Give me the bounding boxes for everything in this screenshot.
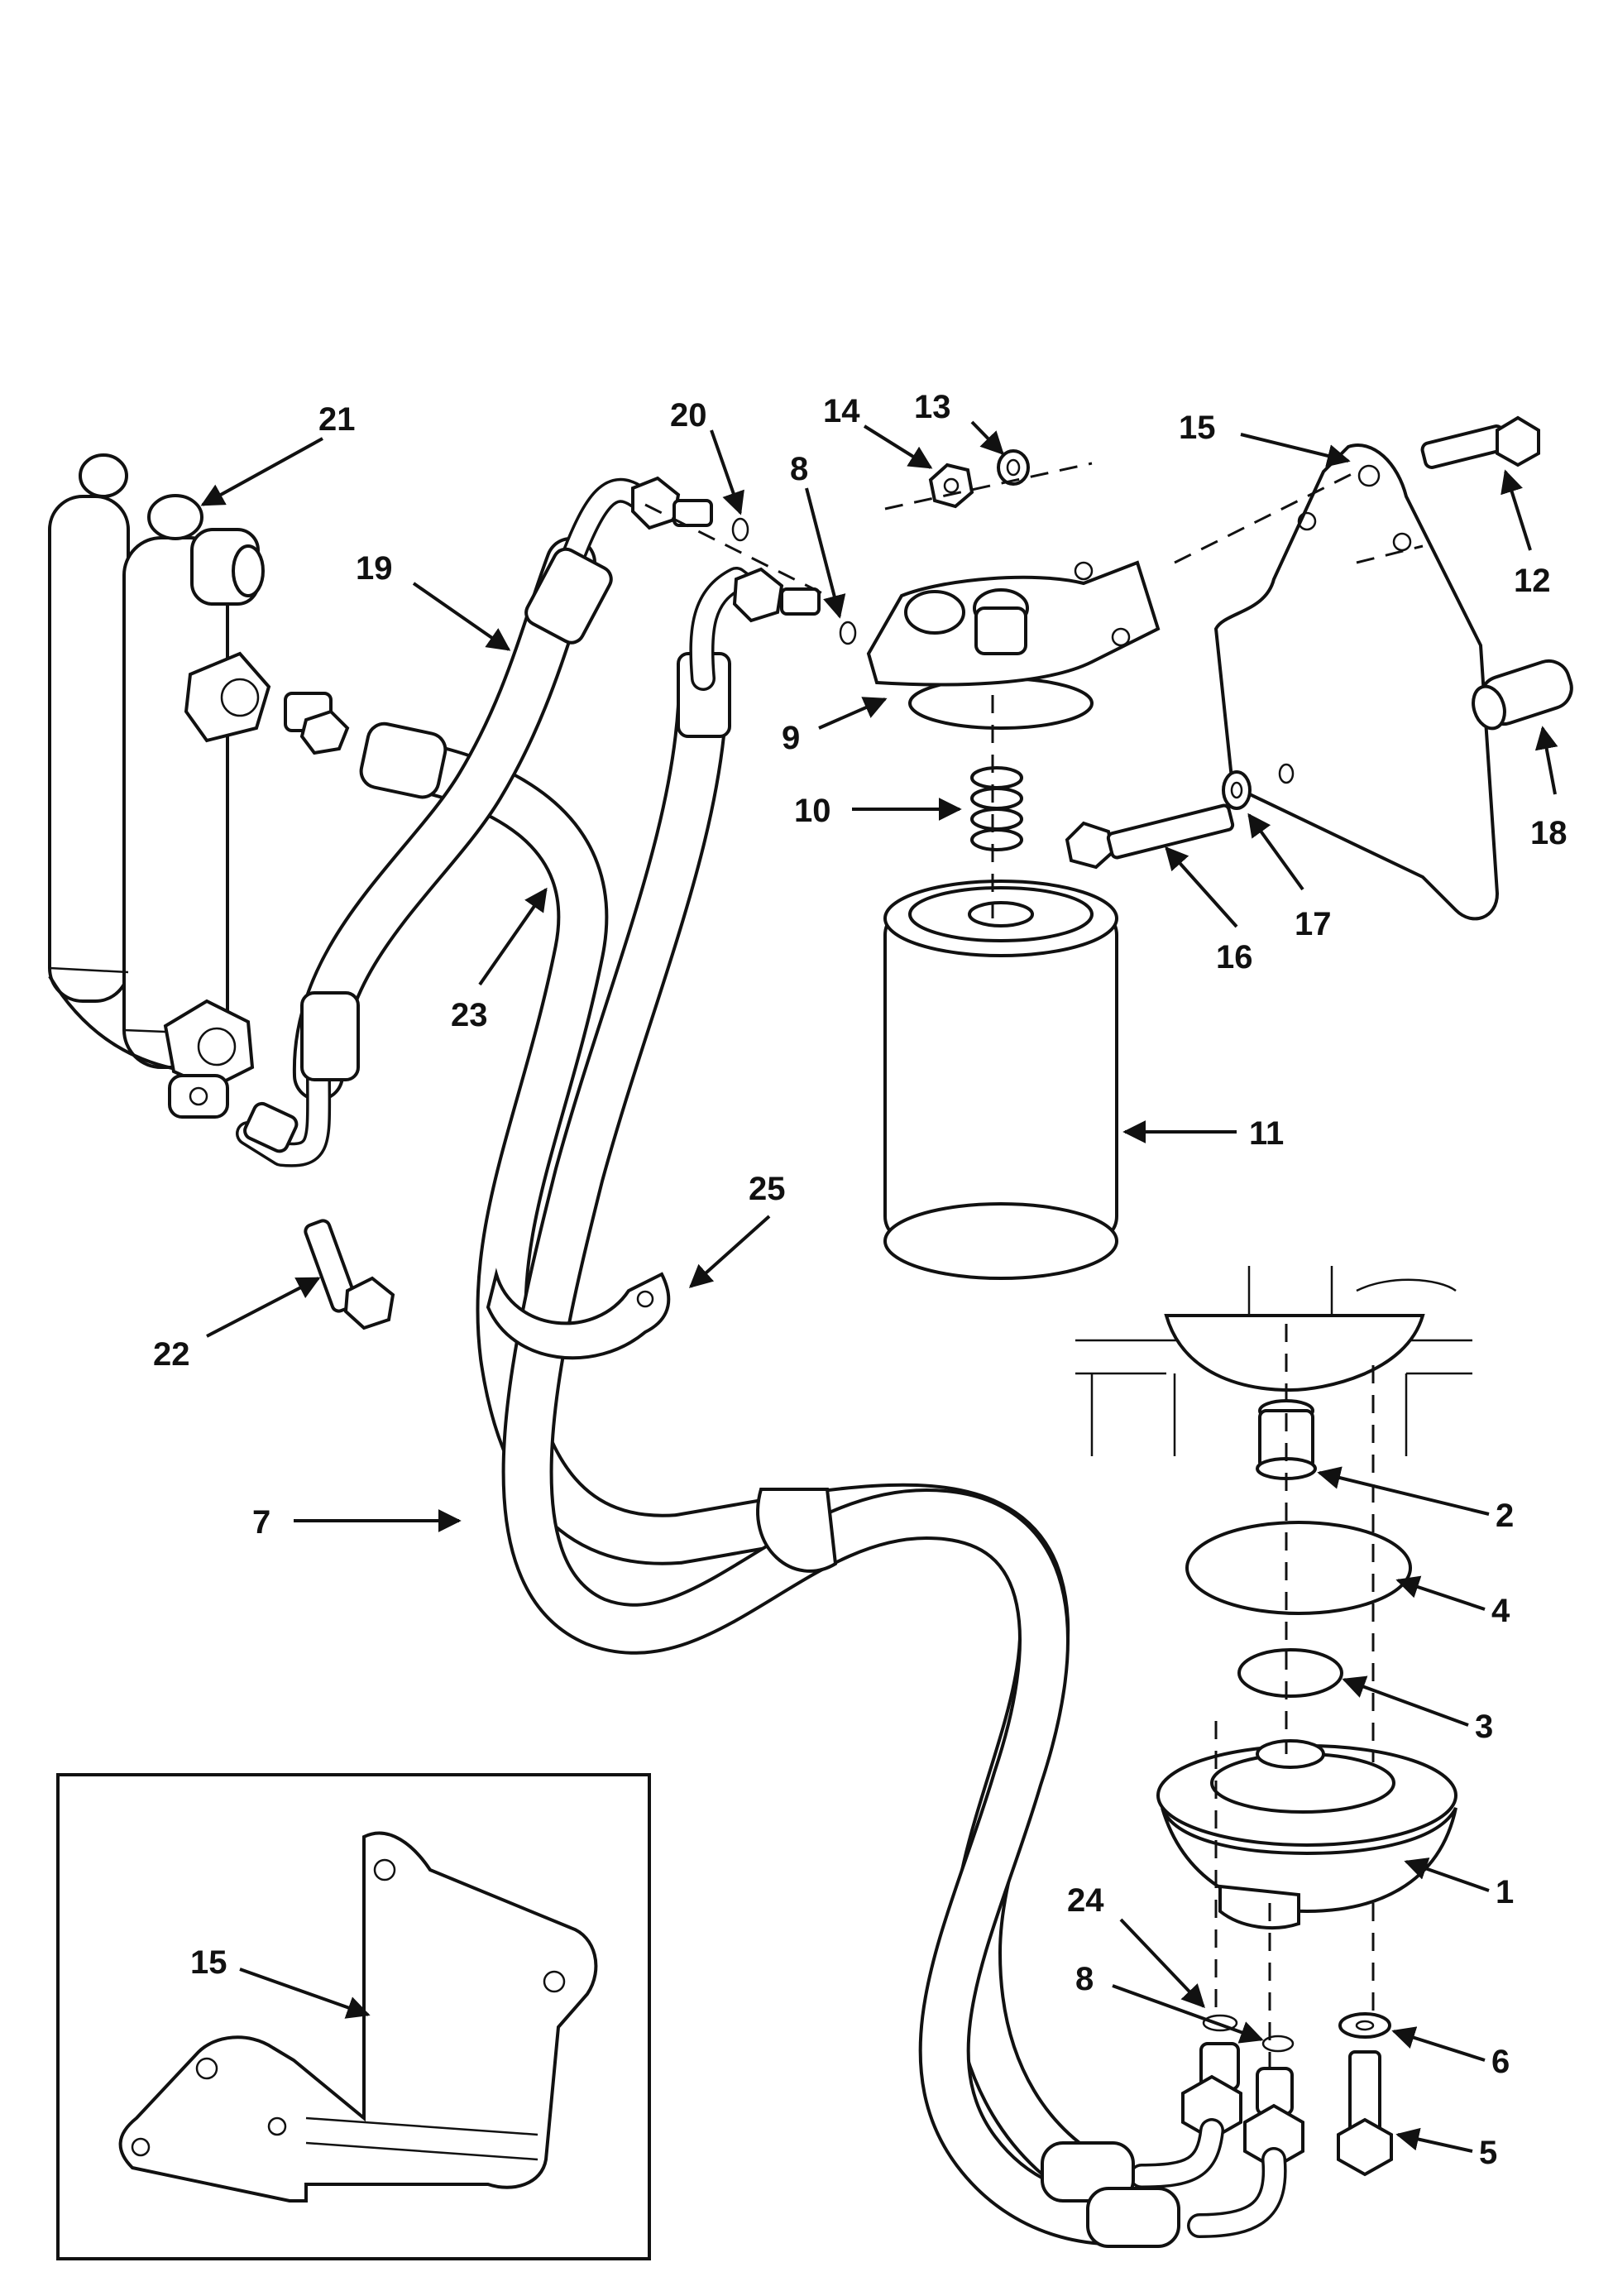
- callout-7: 7: [252, 1504, 462, 1541]
- callout-17: 17: [1247, 812, 1332, 942]
- filter-spring: [970, 766, 1023, 851]
- callout-4: 4: [1395, 1575, 1510, 1629]
- svg-text:13: 13: [914, 389, 951, 425]
- filter-head: [866, 560, 1161, 730]
- engine-block-section: [1075, 1266, 1472, 1456]
- svg-text:15: 15: [190, 1944, 227, 1981]
- svg-text:11: 11: [1249, 1115, 1284, 1152]
- screen-filter: [1256, 1399, 1317, 1480]
- svg-text:4: 4: [1491, 1593, 1510, 1629]
- svg-text:3: 3: [1475, 1709, 1493, 1745]
- bolt-22: [304, 1219, 395, 1330]
- svg-text:9: 9: [782, 720, 800, 756]
- svg-text:6: 6: [1491, 2044, 1510, 2080]
- hose-19: [236, 477, 649, 1167]
- svg-text:18: 18: [1530, 815, 1568, 851]
- callout-13: 13: [914, 389, 1004, 456]
- gasket-small: [1237, 1648, 1343, 1698]
- callout-18: 18: [1530, 726, 1568, 851]
- svg-text:8: 8: [1075, 1961, 1094, 1997]
- svg-text:10: 10: [794, 793, 831, 829]
- o-ring-upper: [731, 517, 857, 645]
- svg-text:16: 16: [1216, 939, 1253, 975]
- spacer: [1472, 659, 1573, 731]
- svg-text:25: 25: [749, 1171, 786, 1207]
- callout-3: 3: [1342, 1675, 1493, 1745]
- callout-25: 25: [688, 1171, 786, 1288]
- svg-text:20: 20: [670, 397, 707, 434]
- alignment-lines: [644, 462, 1424, 2118]
- svg-text:23: 23: [451, 997, 488, 1033]
- bolt-12: [1420, 415, 1540, 469]
- oil-cooler: [48, 453, 271, 1119]
- hose-clamp: [486, 1268, 838, 1573]
- callout-12: 12: [1501, 469, 1551, 599]
- callout-20: 20: [670, 397, 744, 515]
- gasket-large: [1185, 1521, 1412, 1615]
- svg-text:21: 21: [318, 401, 356, 438]
- callout-14: 14: [823, 393, 933, 469]
- svg-text:19: 19: [356, 550, 393, 587]
- callout-22: 22: [153, 1277, 321, 1373]
- cooler-fitting-upper: [284, 692, 350, 755]
- callout-5: 5: [1395, 2127, 1497, 2171]
- bolt-16: [1065, 763, 1295, 870]
- hose-lower-connector: [631, 476, 821, 691]
- callout-24: 24: [1067, 1882, 1205, 2009]
- svg-text:1: 1: [1496, 1874, 1514, 1910]
- svg-text:12: 12: [1514, 563, 1551, 599]
- callout-11: 11: [1122, 1115, 1284, 1152]
- callout-21: 21: [200, 401, 356, 506]
- svg-text:8: 8: [790, 451, 808, 487]
- callout-16: 16: [1165, 846, 1253, 975]
- svg-text:17: 17: [1295, 906, 1332, 942]
- svg-text:14: 14: [823, 393, 860, 429]
- callout-6: 6: [1391, 2026, 1510, 2080]
- svg-text:24: 24: [1067, 1882, 1104, 1919]
- callout-9: 9: [782, 697, 888, 756]
- callout-8-upper: 8: [790, 451, 846, 619]
- callout-23: 23: [451, 887, 548, 1033]
- svg-text:5: 5: [1479, 2135, 1497, 2171]
- svg-text:22: 22: [153, 1336, 190, 1373]
- nut-14-washer-13: [928, 449, 1030, 509]
- callout-10: 10: [794, 793, 962, 829]
- hose-bundle: [359, 652, 1167, 2246]
- callout-15-inset: 15: [190, 1944, 371, 2019]
- detail-inset: [56, 1773, 651, 2260]
- svg-text:15: 15: [1179, 410, 1216, 446]
- callout-labels: 1 2 3 4 5 6 7 8: [153, 389, 1568, 2171]
- callout-19: 19: [356, 550, 511, 651]
- callout-8-lower: 8: [1075, 1961, 1264, 2044]
- filter-adapter: [1156, 1739, 1457, 1929]
- callout-1: 1: [1404, 1857, 1514, 1910]
- lower-fittings: [1041, 2012, 1393, 2248]
- oil-filter: [883, 880, 1118, 1280]
- mounting-bracket: [1213, 443, 1500, 921]
- callout-15: 15: [1179, 410, 1351, 467]
- svg-text:7: 7: [252, 1504, 270, 1541]
- callout-2: 2: [1317, 1466, 1514, 1534]
- svg-text:2: 2: [1496, 1498, 1514, 1534]
